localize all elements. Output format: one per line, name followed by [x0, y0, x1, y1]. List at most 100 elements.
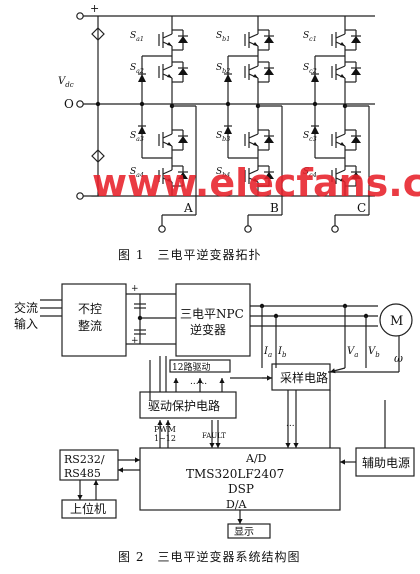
- host-label: 上位机: [70, 501, 106, 516]
- rs485-label: RS485: [64, 467, 101, 480]
- figure-1-topology: +O−VdcSa1Sa2Sa3Sa4ASb1Sb2Sb3Sb4BSc1Sc2Sc…: [58, 2, 375, 233]
- terminal-b: [244, 225, 252, 233]
- arrow-head: [173, 378, 179, 383]
- dsp-ad-label: A/D: [245, 452, 267, 465]
- switch-label: Sb4: [216, 167, 230, 179]
- host-arrow: [93, 480, 99, 500]
- switch-igbt: [331, 163, 361, 189]
- sense-label: Vb: [368, 346, 380, 359]
- fwd-diode: [178, 136, 188, 143]
- switch-igbt: [331, 27, 361, 53]
- arrow-head: [237, 519, 243, 524]
- igbt-collector-arm: [335, 33, 346, 39]
- dc-link-cap-bottom: [91, 149, 105, 163]
- arrow-head: [340, 459, 345, 465]
- igbt-emitter-arrow: [167, 178, 172, 182]
- arrow-head: [215, 443, 221, 448]
- sense-label: Ib: [277, 346, 287, 359]
- vdc-label: Vdc: [58, 76, 74, 89]
- dc-link-cap-top: [91, 27, 105, 41]
- inverter-box: [175, 283, 251, 357]
- drive-12-box: [169, 359, 231, 373]
- arrow-head: [157, 420, 163, 425]
- junction-dot: [139, 101, 145, 107]
- cap-plus-sign: +: [131, 336, 139, 346]
- igbt-emitter-arrow: [167, 74, 172, 78]
- dsp-label: DSP: [228, 482, 254, 496]
- arrow-head: [135, 457, 140, 463]
- phase-label-c: C: [357, 201, 366, 215]
- switch-igbt: [244, 27, 274, 53]
- aux-power-arrow: [340, 459, 356, 465]
- sense-label: Ia: [263, 346, 272, 359]
- igbt-collector-arm: [248, 65, 259, 71]
- arrow-head: [285, 443, 291, 448]
- switch-label: Sa2: [130, 63, 144, 75]
- switch-igbt: [331, 127, 361, 153]
- arrow-head: [219, 378, 225, 383]
- rectifier-label-2: 整流: [78, 318, 102, 333]
- arrow-head: [118, 467, 123, 473]
- fault-arrow: [209, 420, 215, 448]
- motor-circle: [379, 303, 413, 337]
- zero-label: O: [64, 97, 74, 111]
- switch-label: Sc1: [303, 31, 317, 43]
- inverter-label-1: 三电平NPC: [180, 307, 244, 321]
- phase-label-a: A: [183, 201, 193, 215]
- clamp-diode-down: [224, 126, 232, 134]
- ac-input-label-2: 输入: [14, 316, 38, 331]
- arrow-head: [197, 378, 203, 383]
- igbt-collector-arm: [162, 33, 173, 39]
- host-box: [61, 499, 117, 519]
- clamp-diode-up: [224, 74, 232, 82]
- igbt-emitter-arrow: [253, 142, 258, 146]
- igbt-emitter-arrow: [253, 74, 258, 78]
- sampling-box: [271, 363, 331, 391]
- igbt-emitter-arrow: [340, 178, 345, 182]
- terminal-plus: [76, 12, 84, 20]
- igbt-collector-arm: [335, 65, 346, 71]
- fwd-diode: [178, 68, 188, 75]
- switch-igbt: [158, 59, 188, 85]
- pwm-label: PWM: [154, 425, 176, 434]
- fwd-diode: [351, 36, 361, 43]
- host-arrow: [77, 480, 83, 500]
- switch-label: Sc4: [303, 167, 317, 179]
- figure-2-system: 交流输入不控整流++三电平NPC逆变器MωIaIbVaVb采样电路12路驱动..…: [14, 283, 415, 539]
- fault-arrow: [215, 420, 221, 448]
- switch-label: Sc3: [303, 131, 317, 143]
- junction-dot: [95, 101, 101, 107]
- pwm-arrow: [157, 420, 163, 448]
- figure-2-caption: 图 2 三电平逆变器系统结构图: [118, 550, 301, 564]
- fwd-diode: [264, 136, 274, 143]
- watermark-text: www.elecfans.com: [92, 161, 420, 205]
- plus-sign: +: [90, 2, 99, 15]
- inverter-label-2: 逆变器: [190, 322, 226, 337]
- clamp-diode-down: [311, 126, 319, 134]
- fwd-diode: [264, 36, 274, 43]
- switch-igbt: [158, 163, 188, 189]
- igbt-collector-arm: [162, 133, 173, 139]
- rs-arrow: [118, 467, 140, 473]
- switch-igbt: [158, 127, 188, 153]
- igbt-collector-arm: [248, 133, 259, 139]
- arrow-head: [165, 420, 171, 425]
- fwd-diode: [178, 172, 188, 179]
- cap-plus-sign: +: [131, 284, 139, 294]
- switch-label: Sa3: [130, 131, 144, 143]
- igbt-emitter-arrow: [340, 42, 345, 46]
- drive-arrow: [197, 378, 203, 392]
- igbt-collector-arm: [248, 33, 259, 39]
- aux-power-label: 辅助电源: [362, 456, 410, 470]
- omega-label: ω: [394, 352, 403, 365]
- display-box: [227, 523, 271, 539]
- figure-1-caption: 图 1 三电平逆变器拓扑: [118, 248, 262, 262]
- sample-arrow: [285, 390, 291, 448]
- rs-arrow: [118, 457, 140, 463]
- fwd-diode: [264, 172, 274, 179]
- clamp-diode-down: [138, 126, 146, 134]
